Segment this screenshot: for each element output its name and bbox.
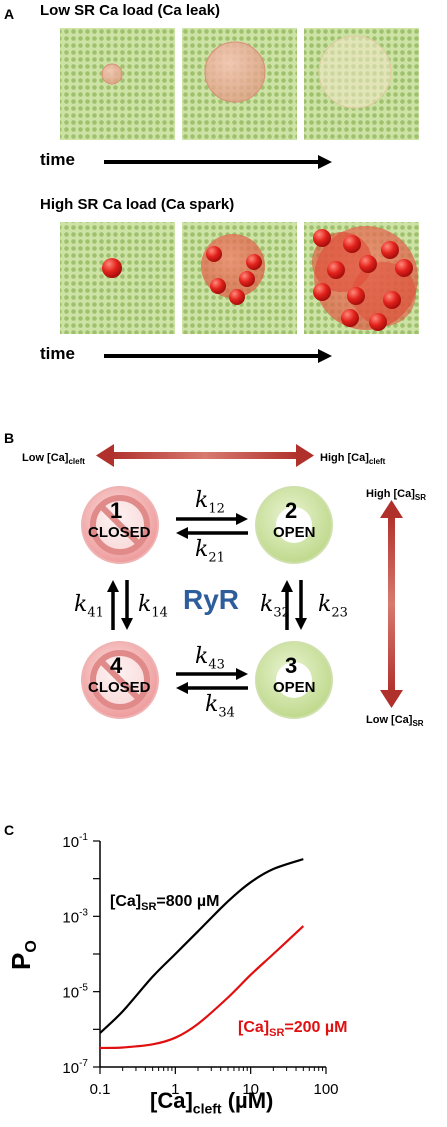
grid-tile-low-1 xyxy=(60,28,175,140)
low-cleft-label: Low [Ca]cleft xyxy=(22,452,85,467)
legend-800: [Ca]SR=800 µM xyxy=(110,893,220,914)
x-tick-label: 100 xyxy=(313,1081,338,1098)
state-2-label: OPEN xyxy=(273,524,316,541)
ryr-label: RyR xyxy=(183,584,240,615)
state-1-number: 1 xyxy=(110,498,123,523)
high-sr-label: High [Ca]SR xyxy=(366,488,427,503)
transition-1-2 xyxy=(176,513,248,539)
y-tick-label: 10-1 xyxy=(62,832,88,851)
y-tick-label: 10-3 xyxy=(62,907,88,926)
low-load-title: Low SR Ca load (Ca leak) xyxy=(40,2,221,19)
rate-k43: k43 xyxy=(195,644,225,673)
panel-b-diagram xyxy=(81,444,403,719)
rate-k32: k32 xyxy=(260,592,290,621)
rate-k23: k23 xyxy=(318,592,348,621)
state-1-label: CLOSED xyxy=(88,524,151,541)
panel-a-figure xyxy=(60,28,419,363)
transition-2-3 xyxy=(281,580,307,630)
panel-b-letter: B xyxy=(4,430,15,446)
time-label-low: time xyxy=(40,150,75,169)
rate-k34: k34 xyxy=(205,692,235,721)
x-axis-label: [Ca]cleft (µM) xyxy=(150,1088,274,1117)
ca-spark-growing xyxy=(201,234,265,305)
high-load-title: High SR Ca load (Ca spark) xyxy=(40,196,235,213)
low-sr-label: Low [Ca]SR xyxy=(366,714,424,729)
rate-k14: k14 xyxy=(138,592,168,621)
high-cleft-label: High [Ca]cleft xyxy=(320,452,386,467)
time-label-high: time xyxy=(40,344,75,363)
panel-a-letter: A xyxy=(4,6,15,22)
state-2-number: 2 xyxy=(285,498,298,523)
series-800-line xyxy=(99,858,304,1034)
x-tick-label: 10 xyxy=(242,1081,259,1098)
state-4-label: CLOSED xyxy=(88,679,151,696)
transition-1-4 xyxy=(107,580,133,630)
po-chart: 0.1 1 10 100 10-1 10-3 10-5 10-7 xyxy=(62,832,338,1098)
ca-spark-full xyxy=(312,226,418,331)
legend-200: [Ca]SR=200 µM xyxy=(238,1019,348,1040)
rate-k21: k21 xyxy=(195,537,225,566)
x-tick-label: 1 xyxy=(171,1081,179,1098)
ca-leak-medium xyxy=(204,41,266,103)
sr-gradient-arrow xyxy=(380,500,403,708)
cleft-gradient-arrow xyxy=(96,444,314,467)
state-2-open xyxy=(255,486,333,564)
state-4-number: 4 xyxy=(110,653,123,678)
transition-4-3 xyxy=(176,668,248,694)
state-3-label: OPEN xyxy=(273,679,316,696)
ca-spark-single xyxy=(102,258,122,278)
grid-tile-high-1 xyxy=(60,222,175,334)
rate-k41: k41 xyxy=(74,592,104,621)
state-3-open xyxy=(255,641,333,719)
panel-c-letter: C xyxy=(4,822,15,838)
y-tick-label: 10-7 xyxy=(62,1058,88,1077)
rate-k12: k12 xyxy=(195,488,225,517)
y-tick-label: 10-5 xyxy=(62,983,88,1002)
state-4-closed xyxy=(81,641,159,719)
state-3-number: 3 xyxy=(285,653,298,678)
series-200-line xyxy=(99,925,305,1050)
x-tick-label: 0.1 xyxy=(90,1081,111,1098)
state-1-closed xyxy=(81,486,159,564)
ca-leak-faded xyxy=(318,35,392,109)
ca-leak-small xyxy=(101,63,123,85)
